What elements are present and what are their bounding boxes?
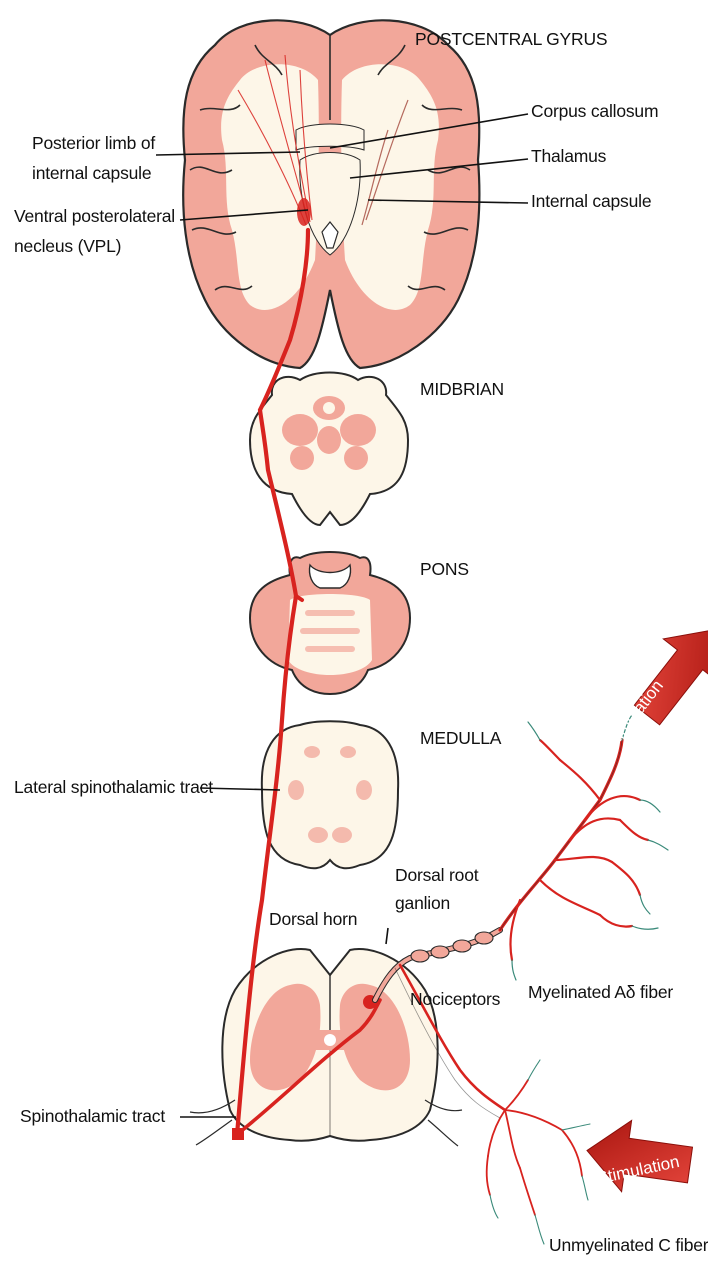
dorsal-root-ganglion-label-line1: Dorsal root [395,865,478,886]
vpl-label-line2: necleus (VPL) [14,236,121,257]
postcentral-gyrus-label: POSTCENTRAL GYRUS [415,29,607,50]
posterior-limb-label-line1: Posterior limb of [32,133,155,154]
nociceptors-label: Nociceptors [410,989,500,1010]
medulla-section [262,721,398,868]
brain-coronal-section [183,20,479,368]
internal-capsule-label: Internal capsule [531,191,651,212]
medulla-label: MEDULLA [420,728,501,749]
pons-section [250,552,410,694]
midbrain-label: MIDBRIAN [420,379,504,400]
vpl-label-line1: Ventral posterolateral [14,206,175,227]
dorsal-root-ganglion-label-line2: ganlion [395,893,450,914]
lateral-spinothalamic-label: Lateral spinothalamic tract [14,777,213,798]
unmyelinated-fiber-label: Unmyelinated C fiber [549,1235,708,1256]
corpus-callosum-label: Corpus callosum [531,101,658,122]
spinothalamic-synapse [232,1128,244,1140]
myelinated-fiber-label: Myelinated Aδ fiber [528,982,673,1003]
posterior-limb-label-line2: internal capsule [32,163,151,184]
spinothalamic-tract-label: Spinothalamic tract [20,1106,165,1127]
pons-label: PONS [420,559,469,580]
thalamus-label: Thalamus [531,146,606,167]
dorsal-horn-label: Dorsal horn [269,909,357,930]
